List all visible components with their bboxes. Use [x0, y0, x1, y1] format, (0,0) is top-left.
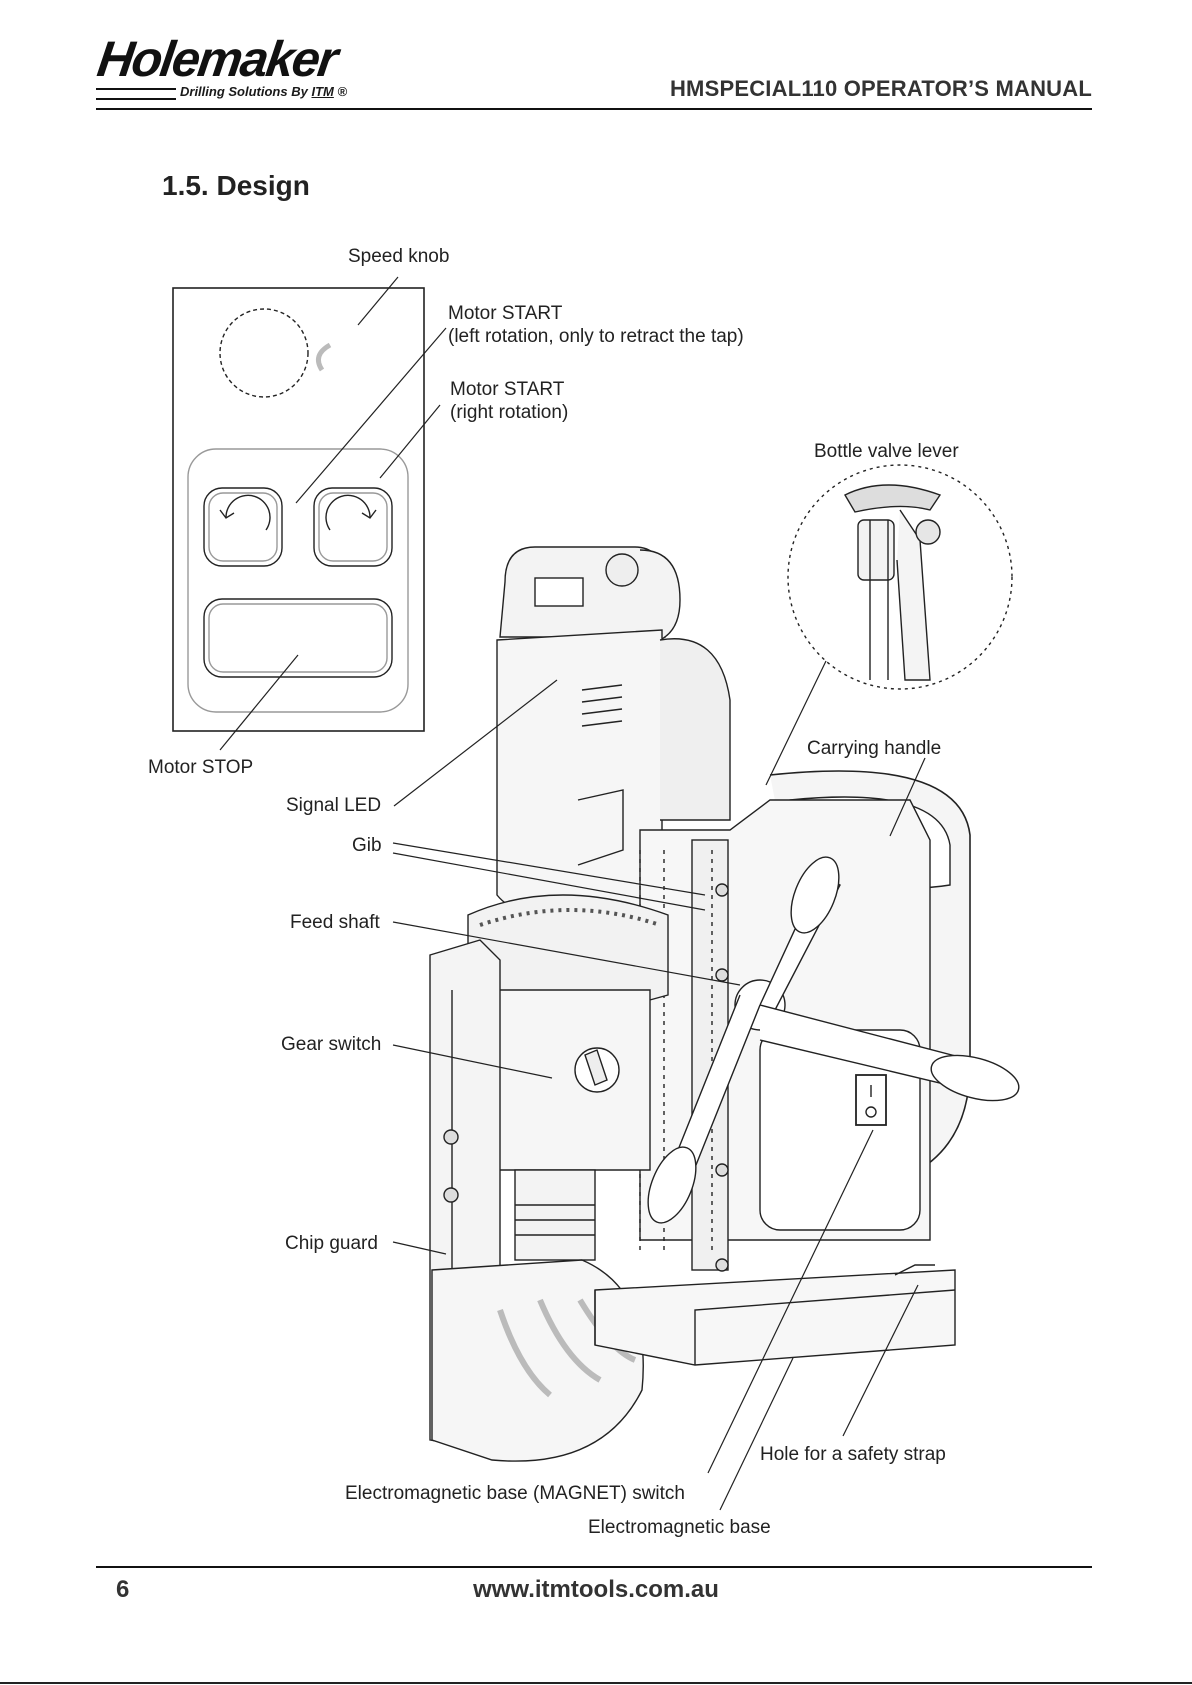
control-panel-plate [187, 448, 409, 713]
callout-magnet-switch: Electromagnetic base (MAGNET) switch [345, 1483, 685, 1504]
callout-motor-start-left-1: Motor START [448, 303, 563, 324]
callout-motor-start-right-1: Motor START [450, 379, 565, 400]
callout-bottle-valve-lever: Bottle valve lever [814, 441, 959, 462]
callout-motor-stop: Motor STOP [148, 757, 254, 778]
manual-title: HMSPECIAL110 OPERATOR’S MANUAL [669, 76, 1092, 101]
control-panel-frame [172, 287, 425, 732]
page-bottom-rule [0, 1682, 1192, 1684]
callout-electromagnetic-base: Electromagnetic base [588, 1517, 771, 1538]
start-right-button [313, 487, 393, 567]
magnet-switch-shape [855, 1074, 887, 1126]
footer-rule [96, 1566, 1092, 1568]
page-number: 6 [116, 1576, 130, 1603]
rotate-left-icon [225, 494, 271, 531]
footer-website: www.itmtools.com.au [473, 1576, 719, 1603]
callout-signal-led: Signal LED [286, 795, 382, 816]
rotate-right-icon [325, 494, 371, 531]
logo-tagline-text: Drilling Solutions By [180, 84, 308, 99]
logo-tagline: Drilling Solutions By ITM ® [180, 84, 347, 99]
bottle-valve-detail [787, 464, 1013, 690]
callout-gear-switch: Gear switch [281, 1034, 382, 1055]
callout-feed-shaft: Feed shaft [290, 912, 380, 933]
stop-button [203, 598, 393, 678]
callout-gib: Gib [352, 835, 382, 856]
start-left-button [203, 487, 283, 567]
callout-motor-start-right-2: (right rotation) [450, 402, 569, 423]
header-rule [96, 108, 1092, 110]
callout-hole-safety-strap: Hole for a safety strap [760, 1444, 946, 1465]
section-title: 1.5. Design [162, 170, 310, 201]
speed-knob [219, 308, 309, 398]
logo-underline [96, 88, 176, 100]
callout-speed-knob: Speed knob [348, 246, 450, 267]
logo-brand: ITM [311, 84, 334, 99]
logo-registered: ® [337, 84, 348, 99]
callout-motor-start-left-2: (left rotation, only to retract the tap) [448, 326, 744, 347]
callout-chip-guard: Chip guard [285, 1233, 378, 1254]
callout-carrying-handle: Carrying handle [807, 738, 942, 759]
